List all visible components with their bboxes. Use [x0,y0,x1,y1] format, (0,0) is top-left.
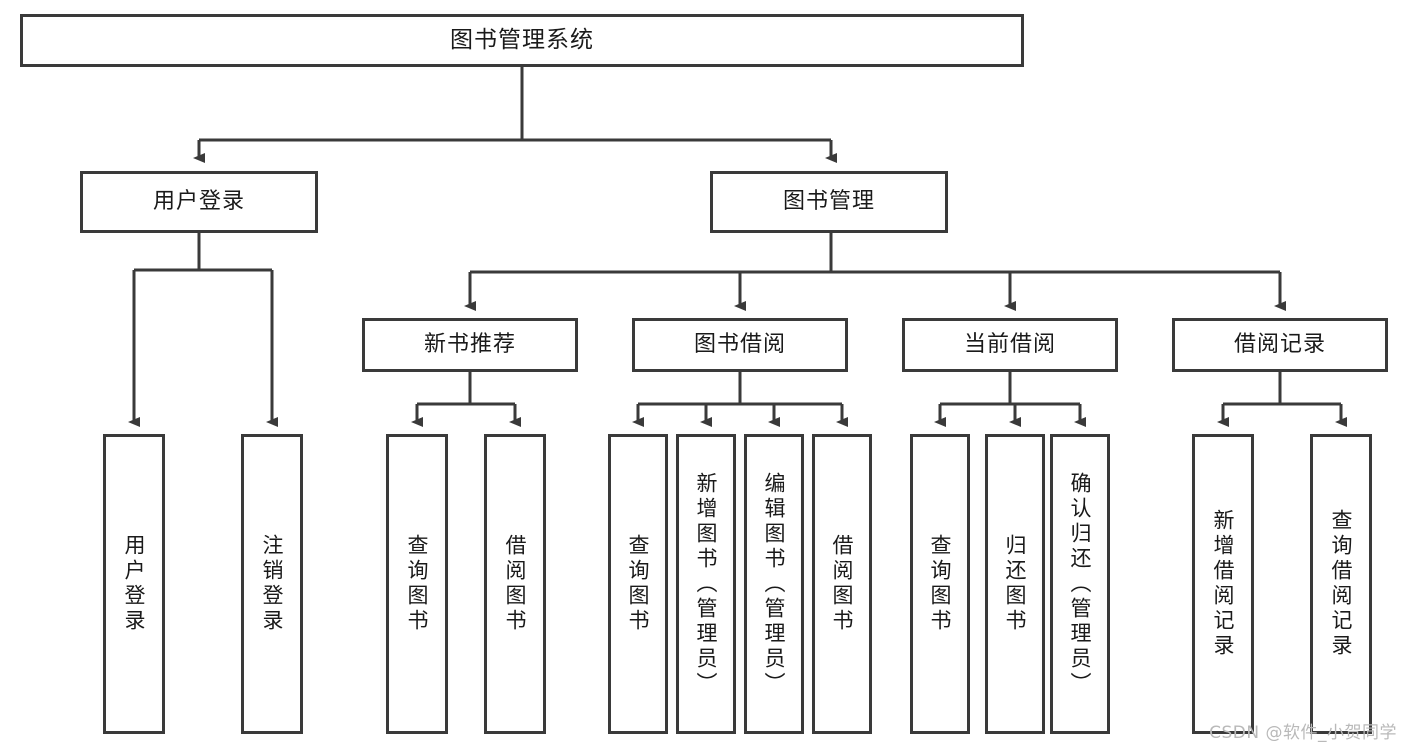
node-leaf-return-book[interactable]: 归还图书 [985,434,1045,734]
node-leaf-user-login-label: 用户登录 [122,534,147,634]
node-book-manage[interactable]: 图书管理 [710,171,948,233]
node-new-book-recommend-label: 新书推荐 [423,331,516,357]
node-leaf-borrow-book-2[interactable]: 借阅图书 [812,434,872,734]
node-leaf-user-logout-label: 注销登录 [260,534,285,634]
node-user-login[interactable]: 用户登录 [80,171,318,233]
csdn-watermark: CSDN @软件_小贺同学 [1209,723,1397,743]
node-book-manage-label: 图书管理 [782,188,875,214]
node-new-book-recommend[interactable]: 新书推荐 [362,318,578,372]
node-leaf-add-record-label: 新增借阅记录 [1211,509,1236,659]
node-leaf-query-book-1[interactable]: 查询图书 [386,434,448,734]
node-leaf-borrow-book-2-label: 借阅图书 [830,534,855,634]
node-leaf-query-book-2[interactable]: 查询图书 [608,434,668,734]
node-leaf-edit-book-label: 编辑图书（管理员） [762,471,787,697]
node-leaf-query-book-3-label: 查询图书 [928,534,953,634]
node-current-borrow-label: 当前借阅 [963,331,1056,357]
node-leaf-query-book-1-label: 查询图书 [405,534,430,634]
node-borrow-record-label: 借阅记录 [1233,331,1326,357]
node-leaf-query-book-3[interactable]: 查询图书 [910,434,970,734]
node-leaf-user-login[interactable]: 用户登录 [103,434,165,734]
node-borrow-record[interactable]: 借阅记录 [1172,318,1388,372]
node-leaf-add-record[interactable]: 新增借阅记录 [1192,434,1254,734]
node-leaf-query-record-label: 查询借阅记录 [1329,509,1354,659]
node-leaf-borrow-book-1-label: 借阅图书 [503,534,528,634]
node-leaf-query-record[interactable]: 查询借阅记录 [1310,434,1372,734]
node-current-borrow[interactable]: 当前借阅 [902,318,1118,372]
node-root[interactable]: 图书管理系统 [20,14,1024,67]
node-leaf-query-book-2-label: 查询图书 [626,534,651,634]
node-root-label: 图书管理系统 [450,26,594,53]
node-book-borrow[interactable]: 图书借阅 [632,318,848,372]
node-leaf-confirm-return-label: 确认归还（管理员） [1068,471,1093,697]
node-leaf-confirm-return[interactable]: 确认归还（管理员） [1050,434,1110,734]
node-user-login-label: 用户登录 [152,188,245,214]
node-leaf-edit-book[interactable]: 编辑图书（管理员） [744,434,804,734]
node-leaf-return-book-label: 归还图书 [1003,534,1028,634]
node-book-borrow-label: 图书借阅 [693,331,786,357]
node-leaf-user-logout[interactable]: 注销登录 [241,434,303,734]
node-leaf-add-book-label: 新增图书（管理员） [694,471,719,697]
node-leaf-add-book[interactable]: 新增图书（管理员） [676,434,736,734]
node-leaf-borrow-book-1[interactable]: 借阅图书 [484,434,546,734]
